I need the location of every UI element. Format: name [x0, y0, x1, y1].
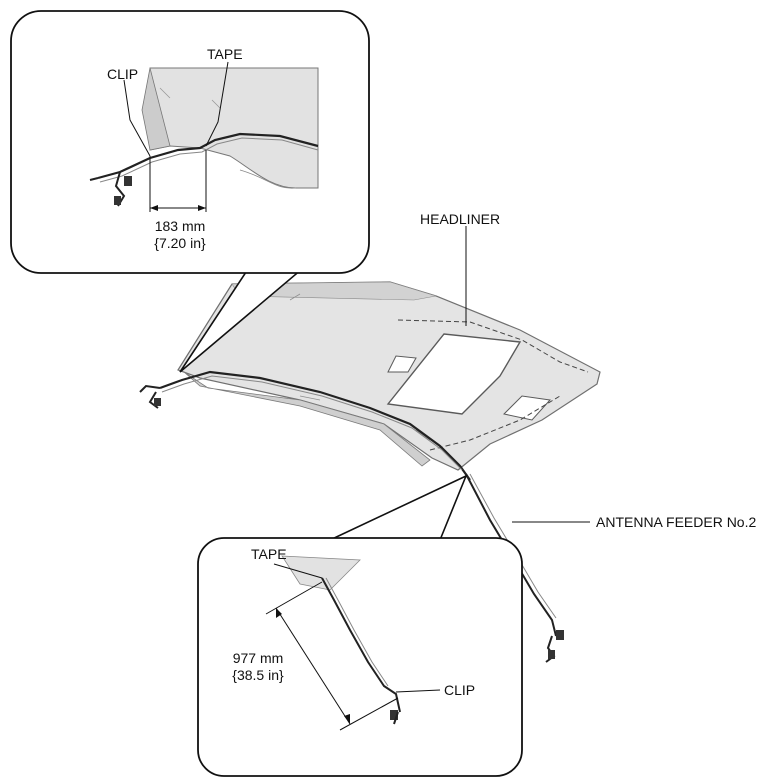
label-antenna-feeder: ANTENNA FEEDER No.2: [596, 514, 757, 530]
label-tape-top: TAPE: [207, 46, 243, 62]
antenna-feeder-cable: [139, 370, 564, 663]
dimension-top: 183 mm {7.20 in}: [140, 218, 220, 252]
dimension-bottom: 977 mm {38.5 in}: [220, 650, 296, 684]
top-callout: [10, 10, 370, 373]
dimension-bottom-mm: 977 mm: [232, 650, 284, 666]
label-tape-bottom: TAPE: [251, 546, 287, 562]
dimension-top-mm: 183 mm: [154, 218, 206, 234]
label-clip-top: CLIP: [107, 66, 139, 82]
label-clip-bottom: CLIP: [444, 682, 476, 698]
dimension-top-in: {7.20 in}: [154, 235, 206, 251]
label-headliner: HEADLINER: [420, 211, 501, 227]
dimension-bottom-in: {38.5 in}: [232, 667, 284, 683]
bottom-callout: [197, 474, 523, 777]
headliner-panel: [177, 281, 601, 471]
